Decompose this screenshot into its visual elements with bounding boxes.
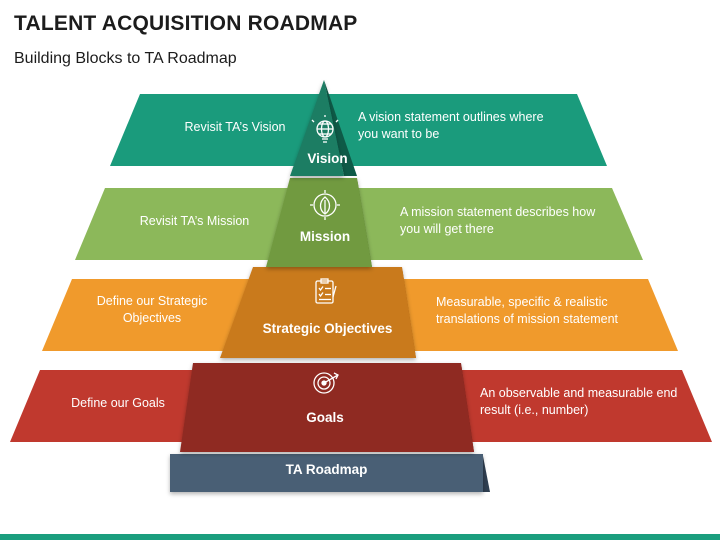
bottom-accent-bar (0, 534, 720, 540)
goals-right-text: An observable and measurable end result … (480, 386, 678, 417)
checklist-icon (315, 278, 337, 304)
target-leaf-icon (310, 190, 340, 220)
pyramid-vision-side (324, 80, 357, 176)
vision-right-text: A vision statement outlines where you wa… (358, 110, 544, 141)
mission-right-text: A mission statement describes how you wi… (400, 205, 596, 236)
band-vision (110, 94, 607, 166)
strategic-right-text: Measurable, specific & realistic transla… (436, 295, 619, 326)
goals-label: Goals (306, 410, 344, 425)
vision-label: Vision (307, 151, 348, 166)
ta-roadmap-label: TA Roadmap (285, 462, 368, 477)
goals-left-text: Define our Goals (71, 396, 165, 410)
page-subtitle: Building Blocks to TA Roadmap (14, 50, 237, 67)
vision-left-text: Revisit TA’s Vision (184, 120, 286, 134)
pyramid-strategic (220, 267, 416, 358)
pyramid-mission (266, 178, 372, 267)
pyramid-goals (180, 363, 474, 452)
mission-label: Mission (299, 229, 351, 244)
target-arrow-icon (313, 372, 339, 394)
page-title: TALENT ACQUISITION ROADMAP (14, 12, 358, 35)
base-block (170, 454, 483, 492)
strategic-objectives-label: Strategic Objectives (262, 321, 393, 336)
globe-bulb-icon (311, 115, 339, 143)
strategic-left-text: Define our Strategic Objectives (96, 294, 208, 325)
mission-left-text: Revisit TA’s Mission (139, 214, 250, 228)
